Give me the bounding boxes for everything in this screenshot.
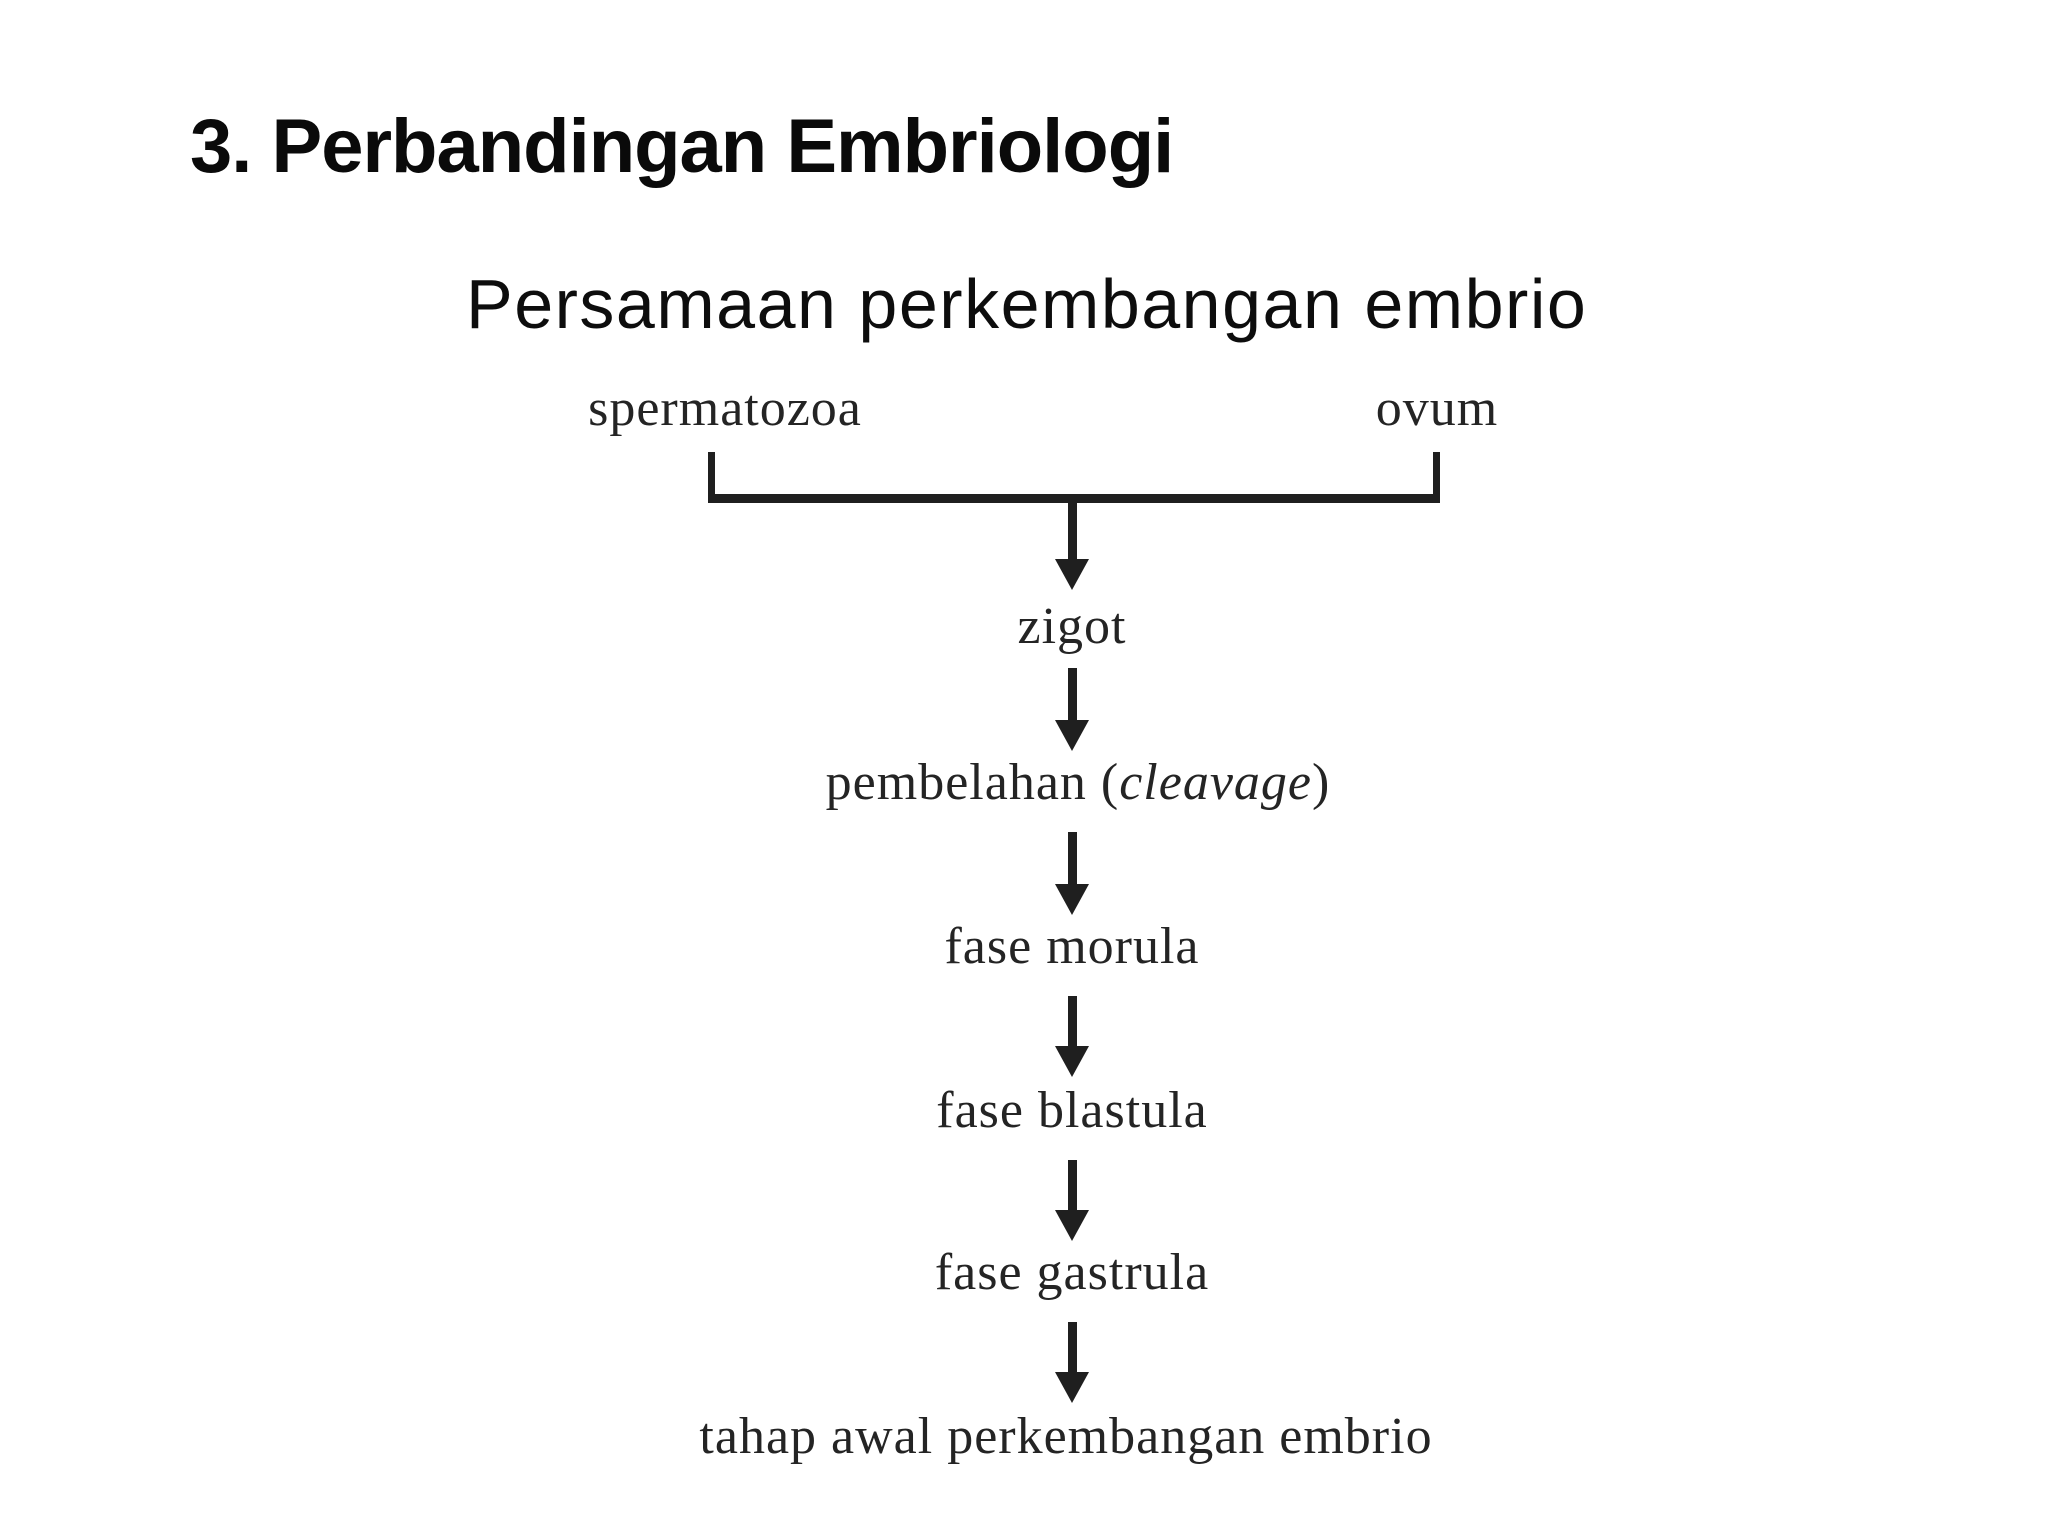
- arrow-down-icon: [1055, 832, 1089, 915]
- arrow-stem: [1067, 996, 1077, 1046]
- arrow-head: [1055, 1372, 1089, 1403]
- arrow-down-icon: [1055, 996, 1089, 1077]
- arrow-stem: [1067, 668, 1077, 720]
- arrow-head: [1055, 884, 1089, 915]
- node-ovum: ovum: [1375, 380, 1499, 437]
- arrow-stem: [1067, 1322, 1077, 1372]
- node-spermatozoa: spermatozoa: [588, 380, 862, 437]
- arrow-head: [1055, 559, 1089, 590]
- arrow-head: [1055, 1046, 1089, 1077]
- node-pembelahan-italic: cleavage: [1119, 754, 1312, 811]
- arrow-stem: [1067, 832, 1077, 884]
- arrow-head: [1055, 1210, 1089, 1241]
- node-pembelahan-prefix: pembelahan (: [825, 754, 1120, 811]
- arrow-stem: [1067, 1160, 1077, 1210]
- merge-bracket-connector: [708, 452, 1440, 503]
- node-fase-morula: fase morula: [944, 918, 1200, 975]
- node-fase-gastrula: fase gastrula: [934, 1244, 1210, 1301]
- page-subtitle: Persamaan perkembangan embrio: [466, 265, 1588, 344]
- node-pembelahan-suffix: ): [1311, 754, 1331, 811]
- arrow-down-icon: [1055, 1322, 1089, 1403]
- node-fase-blastula: fase blastula: [936, 1082, 1208, 1139]
- page-title: 3. Perbandingan Embriologi: [190, 103, 1174, 189]
- arrow-head: [1055, 720, 1089, 751]
- node-pembelahan-cleavage: pembelahan (cleavage): [825, 754, 1331, 811]
- arrow-down-icon: [1055, 668, 1089, 751]
- arrow-down-icon: [1055, 1160, 1089, 1241]
- node-zigot: zigot: [1017, 598, 1127, 655]
- node-tahap-awal-perkembangan-embrio: tahap awal perkembangan embrio: [699, 1408, 1433, 1465]
- arrow-stem: [1067, 503, 1077, 559]
- arrow-down-icon: [1055, 503, 1089, 590]
